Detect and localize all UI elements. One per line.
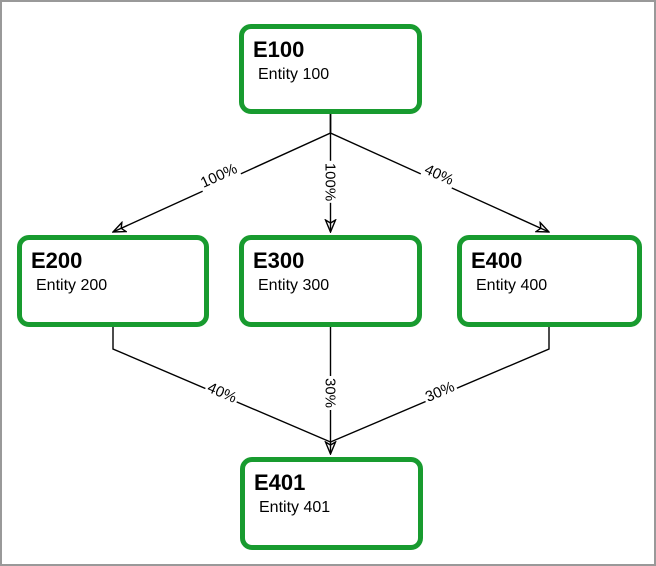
node-title: E200 <box>31 248 83 273</box>
node-title: E100 <box>253 37 305 62</box>
edge-e100-e400[interactable] <box>329 114 550 232</box>
edge-e400-e401[interactable] <box>330 327 550 443</box>
node-e400[interactable]: E400 Entity 400 <box>457 235 642 327</box>
node-e200[interactable]: E200 Entity 200 <box>17 235 209 327</box>
node-title: E401 <box>254 470 306 495</box>
edge-label-e100-e300[interactable]: 100% <box>321 160 339 204</box>
node-subtitle: Entity 401 <box>259 499 331 516</box>
node-subtitle: Entity 300 <box>258 277 330 294</box>
node-title: E300 <box>253 248 305 273</box>
edge-label-e300-e401[interactable]: 30% <box>321 375 339 411</box>
node-e401[interactable]: E401 Entity 401 <box>240 457 423 550</box>
edge-e200-e401[interactable] <box>112 327 331 443</box>
node-e300[interactable]: E300 Entity 300 <box>239 235 422 327</box>
node-title: E400 <box>471 248 523 273</box>
node-subtitle: Entity 400 <box>476 277 548 294</box>
node-e100[interactable]: E100 Entity 100 <box>239 24 422 114</box>
node-subtitle: Entity 100 <box>258 66 330 83</box>
node-subtitle: Entity 200 <box>36 277 108 294</box>
